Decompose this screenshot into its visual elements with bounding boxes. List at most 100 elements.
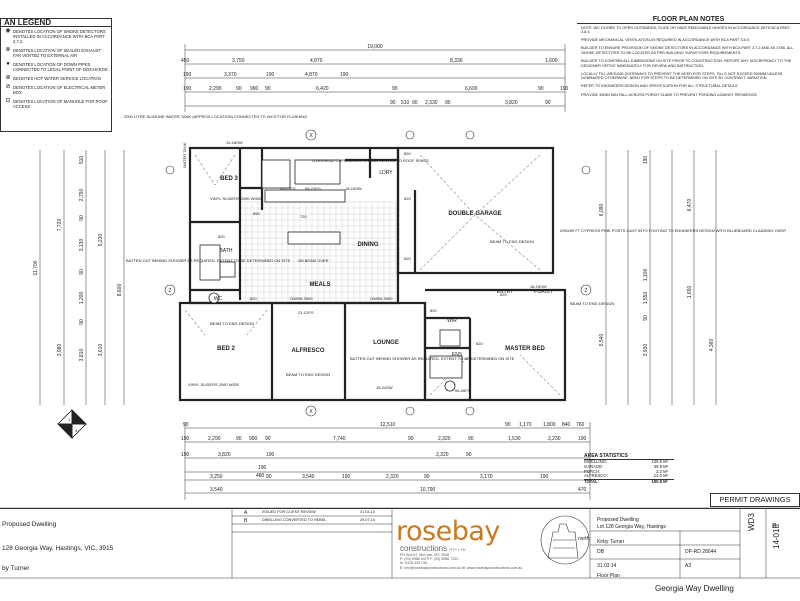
cabinet-code: 820 xyxy=(476,341,483,346)
dim-label: 90 xyxy=(466,452,472,458)
dim-label: 90 xyxy=(468,436,474,442)
legend-item-text: DENOTES HOT WATER SERVICE LOCATION xyxy=(13,76,101,81)
room-label-alfresco: ALFRESCO xyxy=(292,348,325,354)
annotation-water-tank-1: 2000 LITRE SLIMLINE WATER TANK (APPROX L… xyxy=(124,114,307,119)
window-code: 06-21FG xyxy=(305,186,321,191)
annotation-beam-bed2: BEAM TO ENG DESIGN xyxy=(210,321,254,326)
note-item: BUILDER TO ENSURE PROVISION OF SMOKE DET… xyxy=(581,46,794,55)
dim-label: 3,610 xyxy=(98,344,104,357)
right-dimensions xyxy=(605,150,717,405)
annotation-overhead: OVERHEAD CUPBOARDS R/HOOD VENTED TO ROOF… xyxy=(312,158,429,163)
grid-markers xyxy=(164,129,592,417)
info-size: A3 xyxy=(685,563,692,569)
area-value: 39.9 M² xyxy=(653,463,668,469)
dim-label: 3,750 xyxy=(232,58,245,64)
top-row-1: 450 3,750 4,870 8,330 1,600 xyxy=(181,58,558,64)
dim-label: 7,720 xyxy=(57,219,63,232)
dim-label: 90 xyxy=(392,86,398,92)
dim-label: 190 xyxy=(183,86,192,92)
area-title: AREA STATISTICS xyxy=(584,453,674,460)
note-item: NOTE: WC DOORS TO OPEN OUTWARDS, SLIDE O… xyxy=(581,25,790,35)
top-row-2: 190 3,370 190 4,870 190 xyxy=(183,72,349,78)
cabinet-code: 820 xyxy=(500,292,507,297)
dim-label: 90 xyxy=(79,269,85,275)
logo-pty: PTY LTD xyxy=(449,547,466,552)
logo-subtitle: constructions PTY LTD xyxy=(396,544,536,553)
dim-label: 3,820 xyxy=(505,100,518,106)
dim-label: 3,820 xyxy=(218,452,231,458)
grid-z-left: Z xyxy=(168,288,171,294)
legend-item: ● DENOTES LOCATION OF DOWN PIPES CONNECT… xyxy=(1,60,111,74)
section-key-number: 1 xyxy=(68,417,71,422)
note-item: BUILDER TO CONFIRM ALL DIMENSIONS ON SIT… xyxy=(581,59,792,68)
dim-label: 190 xyxy=(540,474,549,480)
dim-label: 4,870 xyxy=(305,72,318,78)
area-row: DWELLING:135.8 M² xyxy=(584,459,674,465)
client-name: by Turner xyxy=(2,565,30,572)
annotation-vinyl-2: VINYL SLIDERS 2060 WIDE xyxy=(188,382,240,387)
bottom-row-5: 3,250 90 3,540 190 2,320 90 3,170 190 xyxy=(210,474,549,480)
north-arrow-icon xyxy=(540,515,590,565)
dim-overall-top: 19,000 xyxy=(367,44,383,50)
legend-item: ⊗ DENOTES LOCATION OF SEALED EXHAUST FAN… xyxy=(1,46,111,60)
exhaust-fan-icon: ⊗ xyxy=(5,47,11,53)
note-item: REFER TO ENGINEERS DESIGN AND SPECIFICAT… xyxy=(581,84,739,89)
floor-plan-notes: FLOOR PLAN NOTES NOTE: WC DOORS TO OPEN … xyxy=(577,16,800,138)
section-key-number: 4 xyxy=(75,428,78,433)
area-row: GARAGE:39.9 M² xyxy=(584,463,674,470)
dim-label: 2,320 xyxy=(386,474,399,480)
dim-label: 190 xyxy=(340,72,349,78)
room-label-ens: ENS xyxy=(452,352,463,358)
dim-label: 1,170 xyxy=(519,422,532,428)
bottom-row-4: 190 480 xyxy=(256,465,267,479)
window-code: 18-24SW xyxy=(376,385,393,390)
area-value: 2.2 M² xyxy=(656,468,668,474)
legend-item-text: DENOTES LOCATION OF DOWN PIPES CONNECTED… xyxy=(13,62,108,72)
annotation-batten-2: BATTEN OUT BEHIND SHOWER AS REQUIRED. EX… xyxy=(350,356,515,361)
dim-label: 190 xyxy=(181,436,190,442)
dim-label: 2,320 xyxy=(438,436,451,442)
dim-label: 8,600 xyxy=(117,284,123,297)
legend-item-text: DENOTES LOCATION OF SEALED EXHAUST FAN V… xyxy=(13,48,102,58)
dim-label: 3,170 xyxy=(480,474,493,480)
dim-left-overall: 11,700 xyxy=(33,260,39,275)
annotation-beam-garage: BEAM TO ENG DESIGN xyxy=(490,239,534,244)
dim-label: 7,740 xyxy=(333,436,346,442)
annotation-water-tank: WATER TANK xyxy=(182,142,187,168)
legend-item: ⊕ DENOTES HOT WATER SERVICE LOCATION xyxy=(1,74,111,83)
area-value: 135.8 M² xyxy=(651,459,668,464)
room-label-entry: ENTRY xyxy=(497,289,515,295)
dim-label: 90 xyxy=(236,86,242,92)
dim-label: 5,540 xyxy=(599,334,605,347)
garage-roof-lines xyxy=(184,154,561,396)
grid-x-bottom: X xyxy=(309,409,313,415)
dim-label: 3,540 xyxy=(210,487,223,493)
dim-label: 90 xyxy=(408,436,414,442)
kitchen-fixtures xyxy=(199,159,463,392)
info-sheet: Floor Plan xyxy=(597,573,620,579)
room-label-bed2: BED 2 xyxy=(217,346,235,352)
dim-label: 3,540 xyxy=(302,474,315,480)
dim-label: 760 xyxy=(576,422,585,428)
room-label-ldry: LDRY xyxy=(379,170,393,176)
area-value: 190.9 M² xyxy=(651,479,668,485)
annotation-beam-porch: BEAM TO ENG DESIGN xyxy=(570,301,614,306)
revision-letter: B xyxy=(244,518,248,524)
top-row-4: 90 510 90 2,330 90 3,820 90 xyxy=(390,100,551,106)
room-label-lounge: LOUNGE xyxy=(373,340,399,346)
north-label: north xyxy=(578,536,590,542)
dim-label: 2,290 xyxy=(209,86,222,92)
dim-label: 1,800 xyxy=(543,422,556,428)
dim-label: 10,790 xyxy=(420,487,436,493)
sheet-number: WD3 xyxy=(747,513,756,531)
title-block: Proposed Dwelling 128 Georgia Way, Hasti… xyxy=(0,508,800,601)
dim-label: 840 xyxy=(562,422,571,428)
legend-panel: AN LEGEND ◉ DENOTES LOCATION OF SMOKE DE… xyxy=(0,18,112,132)
logo-sub-text: constructions xyxy=(400,544,448,553)
notes-title: FLOOR PLAN NOTES xyxy=(577,16,800,24)
hot-water-icon: ⊕ xyxy=(5,75,11,81)
room-label-bath: BATH xyxy=(220,248,233,254)
room-label-wir: WIR xyxy=(447,318,457,324)
area-label: ALFRESCO: xyxy=(584,473,608,479)
grid-z-right: Z xyxy=(584,288,587,294)
